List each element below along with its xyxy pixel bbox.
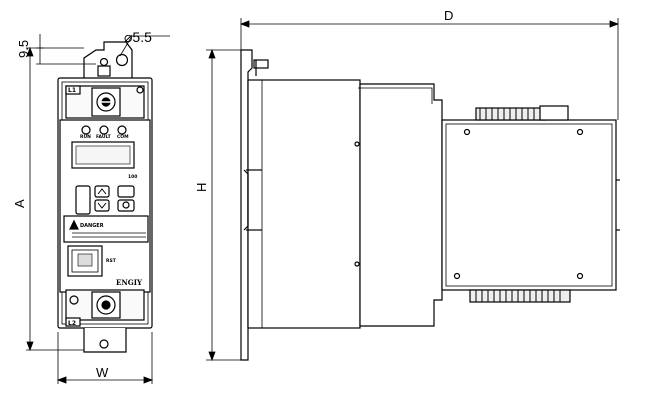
- key-set: [117, 185, 135, 198]
- top-terminal-label: L1: [68, 87, 76, 94]
- front-dimensions: [26, 34, 170, 384]
- brand-logo: ENGIY: [116, 278, 143, 287]
- key-enter: [117, 199, 135, 212]
- front-view: [57, 41, 153, 353]
- hole-diameter-label: ⌀5.5: [124, 29, 152, 45]
- width-label: W: [96, 365, 109, 380]
- led-run: [81, 125, 91, 135]
- port-label: RST: [106, 258, 117, 264]
- led-fault: [99, 125, 109, 135]
- side-step: [359, 83, 443, 327]
- key-mode: [75, 185, 91, 215]
- side-housing: [247, 79, 361, 329]
- led-label-fault: FAULT: [96, 134, 112, 140]
- tab-height-label: 9.5: [16, 40, 31, 58]
- top-mounting-tab: [83, 41, 133, 80]
- led-label-com: COM: [117, 134, 129, 140]
- depth-label: D: [444, 8, 453, 23]
- key-down: [94, 199, 110, 212]
- led-label-run: RUN: [80, 134, 91, 140]
- front-panel-text: L1 RUN FAULT COM 100 DANGER RST ENGIY L2: [68, 87, 143, 327]
- height-h-label: H: [194, 183, 209, 192]
- terminal-teeth: [475, 108, 561, 302]
- panel-small-label: 100: [128, 174, 137, 180]
- bottom-terminal-strip: [469, 289, 571, 303]
- led-com: [117, 125, 127, 135]
- side-view: [240, 49, 620, 361]
- heat-sink: [441, 119, 617, 291]
- height-a-label: A: [12, 199, 27, 208]
- key-up: [94, 185, 110, 198]
- top-mount-hole: [115, 53, 129, 67]
- warning-title: DANGER: [80, 223, 104, 229]
- side-dimensions: [206, 18, 620, 362]
- bottom-terminal-label: L2: [68, 320, 76, 327]
